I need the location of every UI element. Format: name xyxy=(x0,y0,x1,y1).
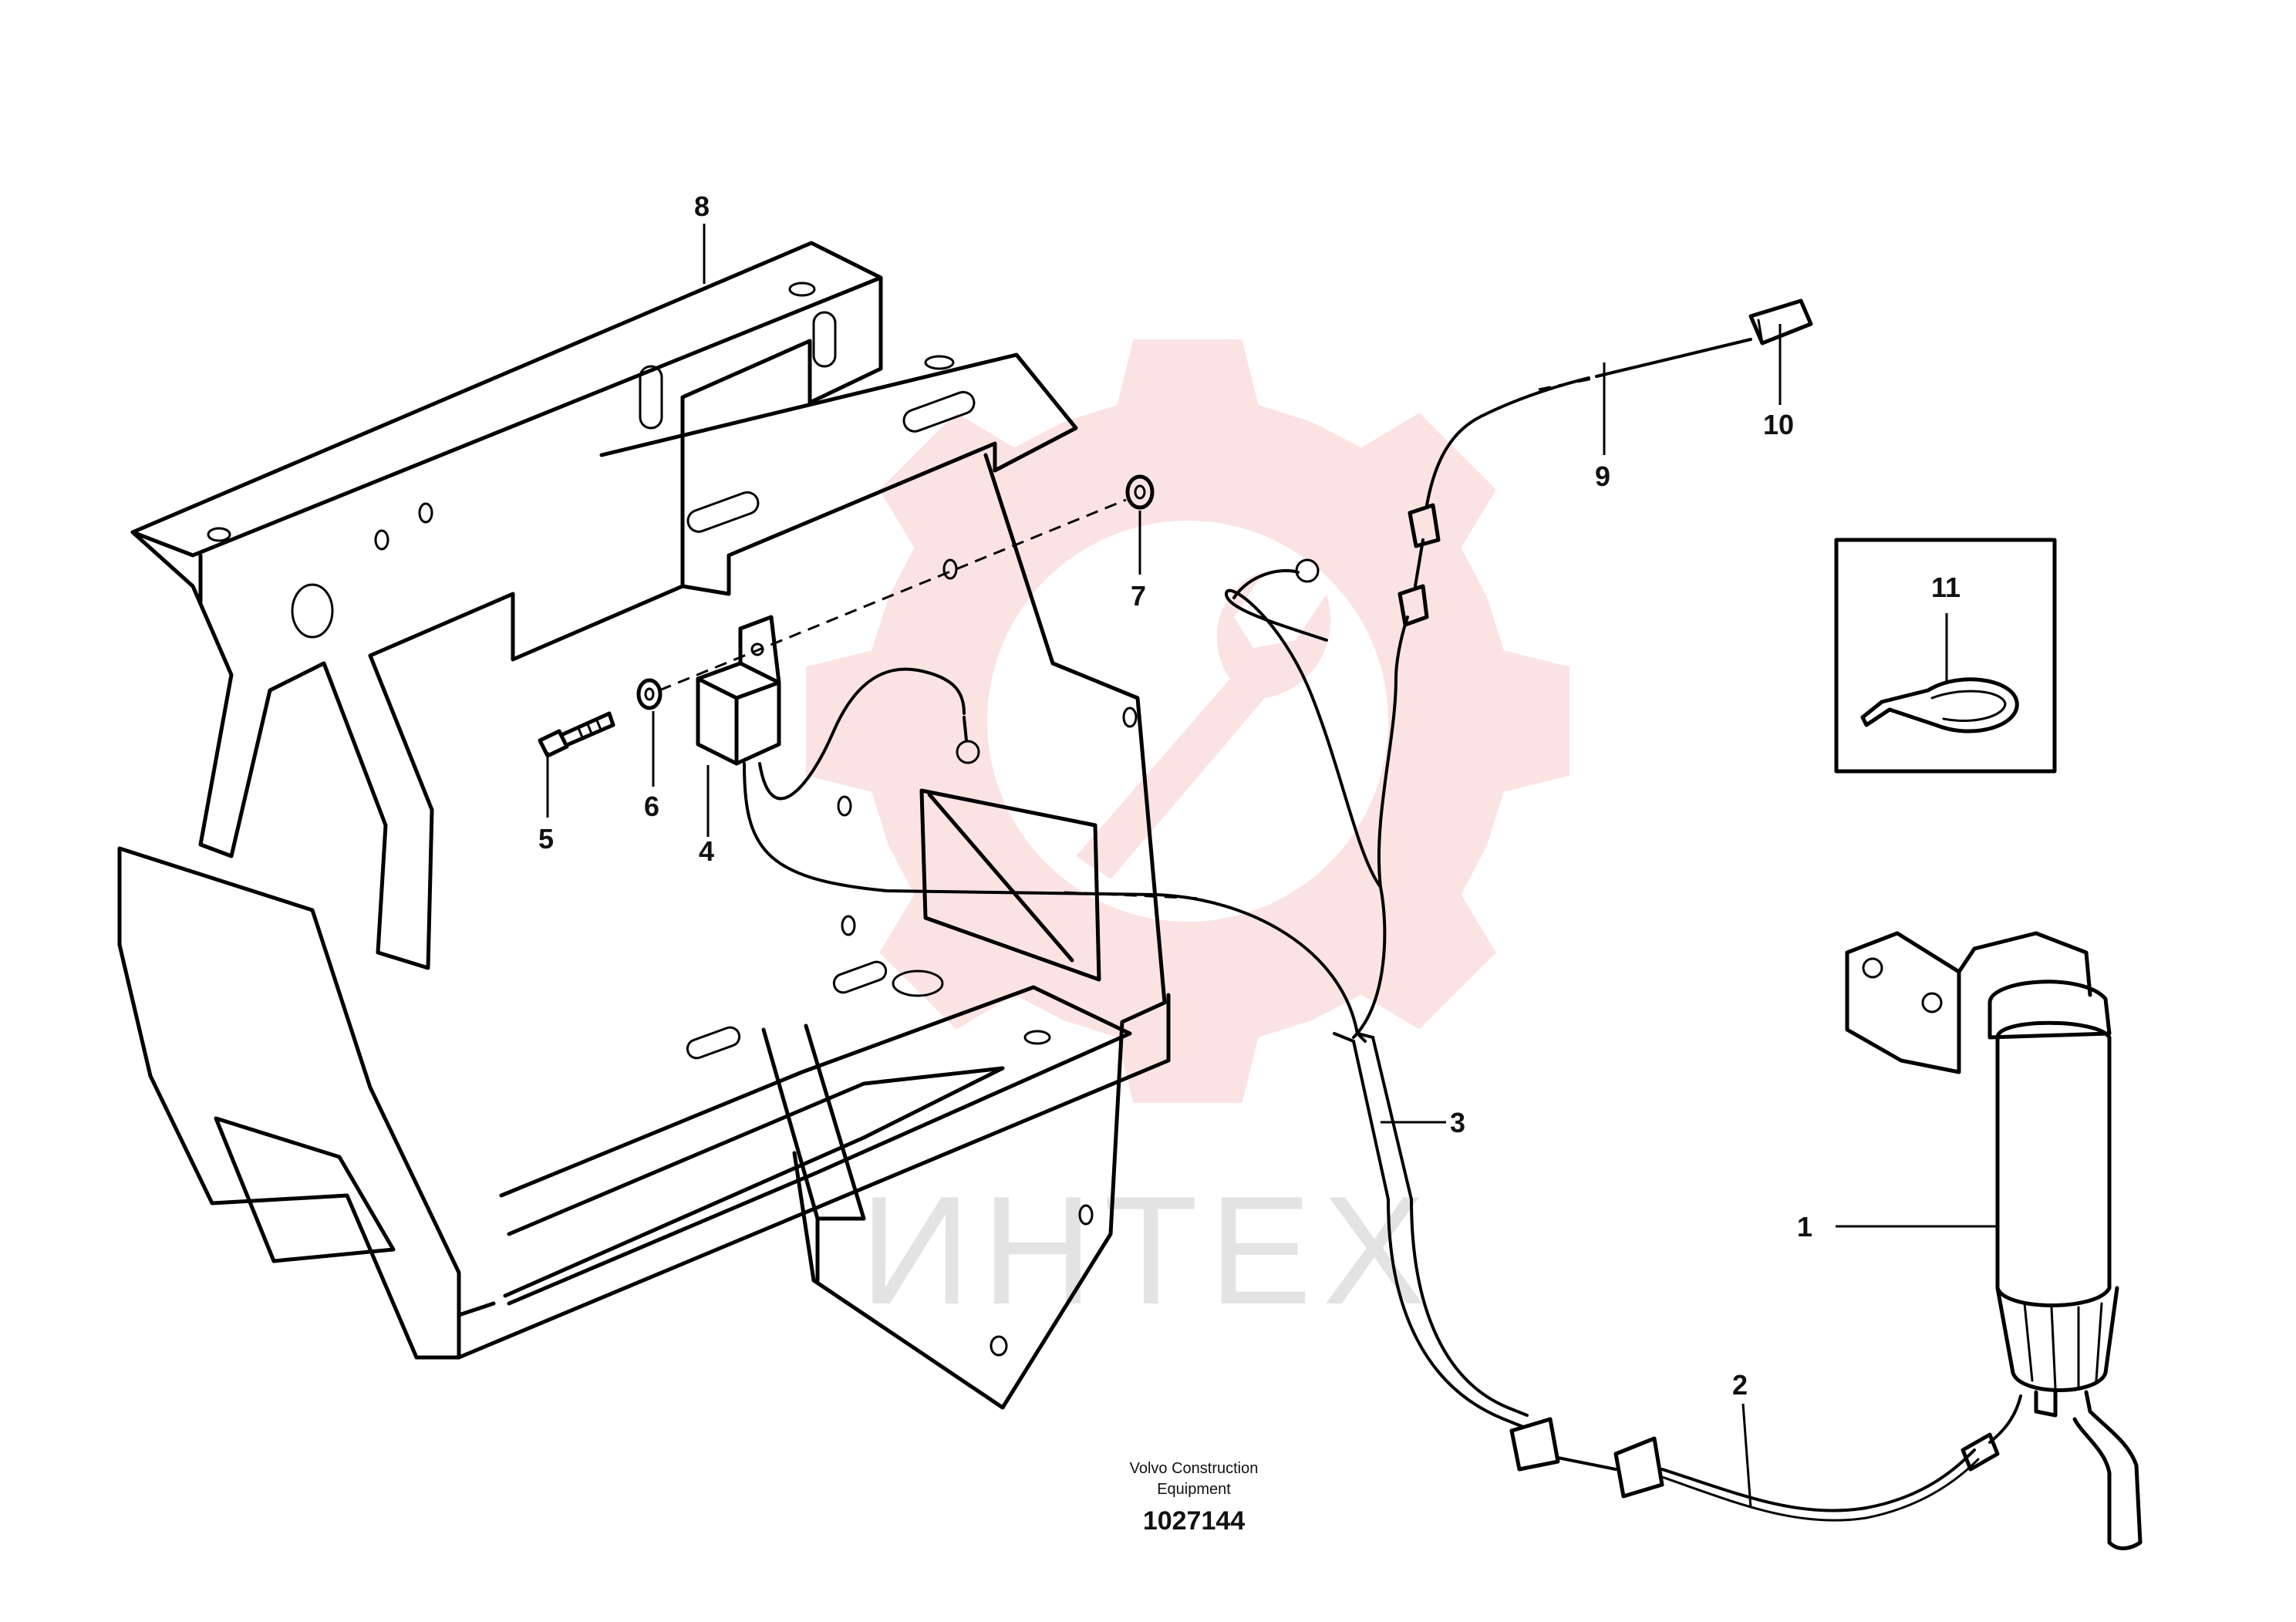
washer xyxy=(636,678,663,710)
watermark-text: ИНТЕХ xyxy=(860,1165,1436,1337)
callout-11: 11 xyxy=(1931,572,1961,603)
callout-9: 9 xyxy=(1595,460,1610,492)
bolt xyxy=(538,711,615,758)
bolt-axis xyxy=(659,498,1127,692)
watermark-wrench xyxy=(1076,571,1331,879)
callout-numbers: 1 2 3 4 5 6 7 8 9 10 11 xyxy=(538,191,1961,1401)
watermark-gear-hole xyxy=(987,521,1388,922)
caption-line-2: Equipment xyxy=(1157,1481,1231,1498)
callout-10: 10 xyxy=(1763,409,1794,440)
leader-lines xyxy=(546,224,1998,1509)
callout-1: 1 xyxy=(1797,1211,1812,1243)
mounting-bracket xyxy=(117,241,1171,1410)
callout-8: 8 xyxy=(694,191,710,222)
diagram-caption: Volvo Construction Equipment 1027144 xyxy=(1130,1460,1259,1536)
relay xyxy=(696,615,980,801)
sensor-lead xyxy=(1509,1394,2022,1522)
diagram-reference-number: 1027144 xyxy=(1143,1506,1245,1536)
fuel-filter xyxy=(1845,931,2143,1550)
nut xyxy=(1125,474,1155,510)
callout-4: 4 xyxy=(699,835,714,867)
callout-6: 6 xyxy=(644,791,659,822)
callout-2: 2 xyxy=(1732,1369,1748,1401)
callout-3: 3 xyxy=(1450,1107,1465,1138)
cable-tie-box xyxy=(1834,538,2057,774)
watermark-gear xyxy=(806,339,1569,1103)
wiring-harness xyxy=(743,298,1813,1428)
callout-7: 7 xyxy=(1131,580,1146,612)
callout-5: 5 xyxy=(538,823,554,855)
caption-line-1: Volvo Construction xyxy=(1130,1460,1259,1477)
